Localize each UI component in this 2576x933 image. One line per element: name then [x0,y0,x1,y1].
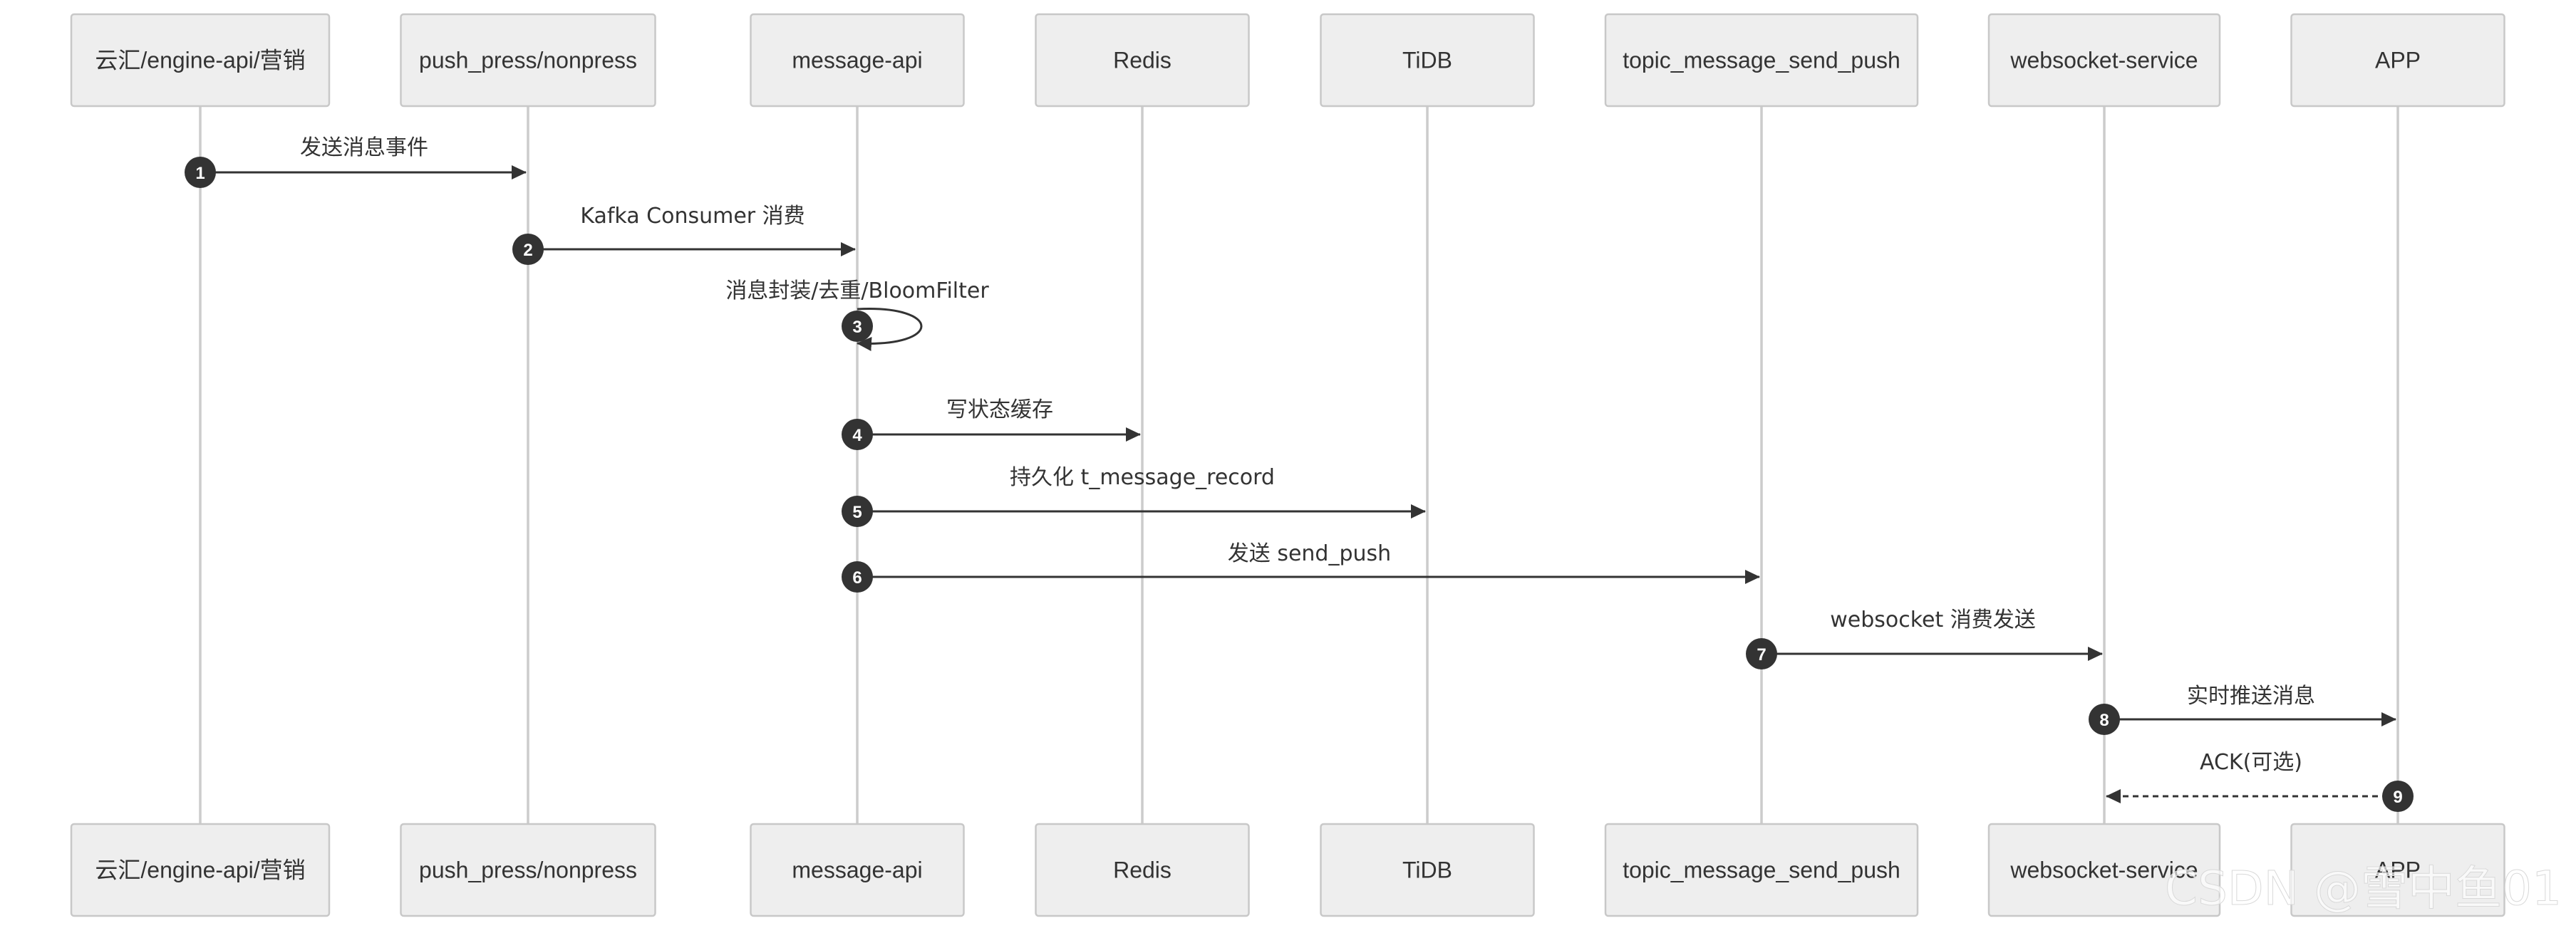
sequence-number: 7 [1757,645,1766,664]
sequence-number: 9 [2393,788,2402,807]
sequence-number-badge [842,496,873,527]
actor-top-app: APP [2290,13,2505,108]
sequence-number: 8 [2099,711,2109,730]
actor-label: message-api [792,858,922,883]
watermark: CSDN @雪中鱼01 [2165,861,2562,916]
actor-label: topic_message_send_push [1623,858,1900,883]
actor-bottom-engine-api: 云汇/engine-api/营销 [70,823,331,917]
actor-top-redis: Redis [1035,13,1250,108]
actor-box [70,13,331,108]
actor-box [70,823,331,917]
message-label: ACK(可选) [2200,750,2302,775]
message-1: 发送消息事件 1 [185,135,527,188]
actor-bottom-topic-message-send-push: topic_message_send_push [1604,823,1919,917]
sequence-number-badge [185,157,216,188]
actor-label: topic_message_send_push [1623,48,1900,73]
actor-bottom-message-api: message-api [750,823,965,917]
sequence-number: 2 [523,241,532,260]
sequence-number: 1 [195,164,205,183]
actors-bottom: 云汇/engine-api/营销 push_press/nonpress messa… [70,823,2505,917]
actor-label: push_press/nonpress [419,858,637,883]
actor-box [750,13,965,108]
message-label: 发送消息事件 [300,135,428,160]
message-7: websocket 消费发送 7 [1746,608,2103,669]
actor-box [1987,823,2221,917]
sequence-number: 6 [852,568,862,588]
actor-bottom-tidb: TiDB [1320,823,1535,917]
actor-box [400,823,656,917]
actor-top-engine-api: 云汇/engine-api/营销 [70,13,331,108]
actor-bottom-websocket-service: websocket-service [1987,823,2221,917]
lifelines [199,106,2399,824]
sequence-number: 4 [852,426,862,445]
actor-label: TiDB [1402,858,1452,883]
actor-top-websocket-service: websocket-service [1987,13,2221,108]
actor-label: APP [2375,858,2421,883]
actor-label: APP [2375,48,2421,73]
message-8: 实时推送消息 8 [2089,684,2396,735]
actor-label: 云汇/engine-api/营销 [95,858,305,883]
message-label: websocket 消费发送 [1830,608,2036,632]
message-5: 持久化 t_message_record 5 [842,465,1426,527]
actor-label: message-api [792,48,922,73]
actor-box [1604,823,1919,917]
actor-box [1320,823,1535,917]
sequence-number-badge [512,234,544,265]
actor-box [2290,13,2505,108]
actor-label: Redis [1113,48,1171,73]
actor-top-push-press-nonpress: push_press/nonpress [400,13,656,108]
actor-bottom-push-press-nonpress: push_press/nonpress [400,823,656,917]
actor-box [1604,13,1919,108]
self-loop-arrow [857,308,923,351]
message-label: Kafka Consumer 消费 [580,204,805,229]
sequence-number-badge [842,419,873,450]
sequence-number: 5 [852,503,862,522]
actor-label: 云汇/engine-api/营销 [95,48,305,73]
actors-top: 云汇/engine-api/营销 push_press/nonpress messa… [70,13,2505,108]
actor-top-tidb: TiDB [1320,13,1535,108]
sequence-number-badge [2382,781,2414,812]
actor-box [1035,823,1250,917]
sequence-number-badge [842,561,873,593]
actor-top-topic-message-send-push: topic_message_send_push [1604,13,1919,108]
actor-box [1320,13,1535,108]
message-2: Kafka Consumer 消费 2 [512,204,856,265]
actor-label: websocket-service [2009,858,2198,883]
actor-box [1035,13,1250,108]
message-label: 持久化 t_message_record [1010,465,1275,490]
actor-bottom-redis: Redis [1035,823,1250,917]
message-4: 写状态缓存 4 [842,397,1141,450]
message-6: 发送 send_push 6 [842,541,1760,593]
sequence-number-badge [2089,704,2120,735]
message-label: 写状态缓存 [946,397,1053,422]
actor-label: websocket-service [2009,48,2198,73]
actor-label: push_press/nonpress [419,48,637,73]
actor-bottom-app: APP [2290,823,2505,917]
actor-box [400,13,656,108]
actor-top-message-api: message-api [750,13,965,108]
actor-label: Redis [1113,858,1171,883]
sequence-number: 3 [852,318,862,337]
actor-box [2290,823,2505,917]
message-label: 实时推送消息 [2187,684,2315,709]
message-3: 消息封装/去重/BloomFilter 3 [725,278,989,351]
message-label: 消息封装/去重/BloomFilter [725,278,989,303]
actor-box [750,823,965,917]
actor-box [1987,13,2221,108]
sequence-number-badge [1746,638,1777,669]
message-9: ACK(可选) 9 [2106,750,2414,812]
actor-label: TiDB [1402,48,1452,73]
message-label: 发送 send_push [1228,541,1391,566]
sequence-number-badge [842,311,873,342]
